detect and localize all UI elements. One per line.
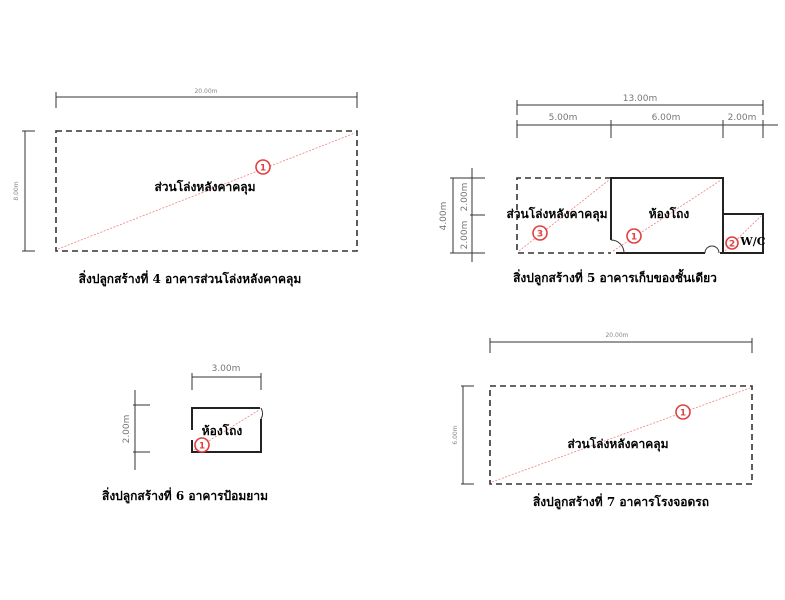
- height-label: 2.00m: [122, 415, 132, 444]
- marker-number: 1: [631, 233, 637, 243]
- width-label: 20.00m: [605, 332, 628, 339]
- plan-caption: สิ่งปลูกสร้างที่ 4 อาคารส่วนโล่งหลังคาคล…: [79, 270, 302, 287]
- booth-walls: [191, 407, 262, 453]
- dimension-width: 3.00m: [191, 364, 262, 390]
- dimension-width: 20.00m: [55, 88, 358, 108]
- area-label: W/C: [739, 235, 765, 248]
- area-label: ห้องโถง: [202, 423, 243, 438]
- area-label: ห้องโถง: [649, 206, 690, 221]
- sub-height-label: 2.00m: [460, 183, 470, 212]
- marker-number: 1: [199, 442, 205, 452]
- plan-caption: สิ่งปลูกสร้างที่ 5 อาคารเก็บของชั้นเดียว: [513, 268, 717, 286]
- plan-caption: สิ่งปลูกสร้างที่ 7 อาคารโรงจอดรถ: [533, 493, 709, 510]
- plan-5: 13.00m 5.00m 6.00m 2.00m 4.00m 2.00m 2.0…: [439, 94, 778, 286]
- dimension-height: 2.00m: [122, 390, 150, 470]
- marker-number: 1: [260, 164, 266, 174]
- sub-width-label: 5.00m: [549, 113, 578, 123]
- door-swing: [610, 239, 720, 254]
- sub-width-label: 6.00m: [652, 113, 681, 123]
- marker-number: 1: [680, 409, 686, 419]
- dimension-height: 8.00m: [13, 130, 35, 252]
- marker-circle: [675, 404, 691, 420]
- width-label: 13.00m: [623, 94, 658, 104]
- dimension-height: 6.00m: [452, 385, 474, 485]
- height-label: 6.00m: [452, 425, 459, 444]
- open-area-outline: [516, 177, 611, 254]
- marker-circle: [725, 236, 739, 250]
- diagonal-line: [57, 132, 356, 250]
- dimension-width: 20.00m: [489, 332, 753, 353]
- wc-walls: [723, 213, 764, 254]
- width-label: 3.00m: [212, 364, 241, 374]
- plan-caption: สิ่งปลูกสร้างที่ 6 อาคารป้อมยาม: [102, 487, 268, 504]
- dimension-height: 4.00m 2.00m 2.00m: [439, 168, 485, 262]
- marker-number: 2: [729, 240, 735, 250]
- marker-circle: [532, 225, 548, 241]
- height-label: 4.00m: [439, 202, 449, 231]
- area-label: ส่วนโล่งหลังคาคลุม: [154, 179, 255, 195]
- plan-6: 3.00m 2.00m 1 ห้องโถง สิ่งปลูกสร้างที่ 6…: [102, 364, 268, 504]
- area-label: ส่วนโล่งหลังคาคลุม: [506, 206, 607, 222]
- height-label: 8.00m: [13, 181, 20, 200]
- sub-width-label: 2.00m: [728, 113, 757, 123]
- diagonal-line: [491, 387, 751, 483]
- marker-circle: [255, 159, 271, 175]
- marker-number: 3: [537, 230, 543, 240]
- marker-circle: [194, 437, 210, 453]
- width-label: 20.00m: [194, 88, 217, 95]
- door-swing: [260, 407, 263, 420]
- open-area-outline: [55, 130, 358, 252]
- sub-height-label: 2.00m: [460, 221, 470, 250]
- plan-4: 20.00m 8.00m 1 ส่วนโล่งหลังคาคลุม สิ่งปล…: [13, 88, 358, 287]
- area-label: ส่วนโล่งหลังคาคลุม: [567, 436, 668, 452]
- plan-7: 20.00m 6.00m 1 ส่วนโล่งหลังคาคลุม สิ่งปล…: [452, 332, 753, 510]
- carport-outline: [489, 385, 753, 485]
- dimension-width: 13.00m 5.00m 6.00m 2.00m: [516, 94, 778, 138]
- hall-walls: [610, 177, 724, 254]
- marker-circle: [626, 228, 642, 244]
